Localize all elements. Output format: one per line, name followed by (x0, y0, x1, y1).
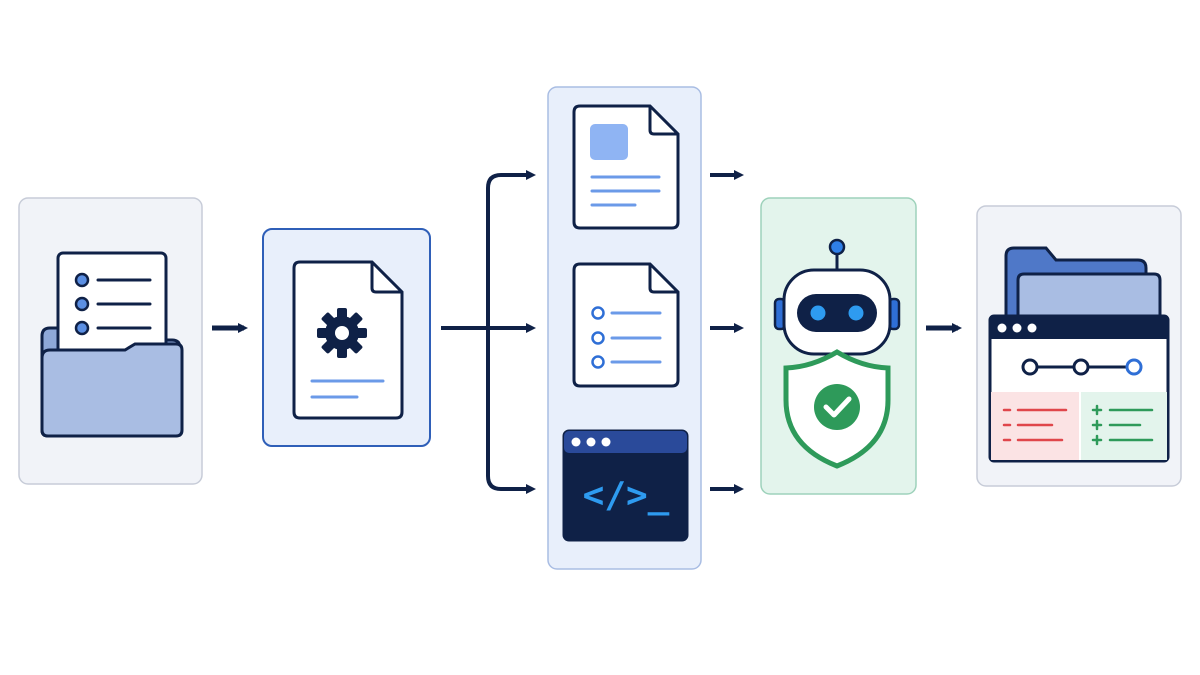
branch-connector (441, 170, 536, 494)
terminal-code-icon: </>_ (562, 429, 689, 542)
stage-source-documents (18, 197, 203, 485)
folder-with-document-icon (40, 251, 184, 438)
image-document-icon (572, 104, 680, 230)
robot-shield-icon (773, 238, 901, 469)
arrow-connectors-to-verification (710, 170, 744, 494)
list-document-icon (572, 262, 680, 388)
stage-merged-result (976, 205, 1182, 487)
stage-ai-verification (760, 197, 917, 495)
stage-document-processing (262, 228, 431, 447)
code-symbol: </>_ (583, 475, 670, 516)
document-gear-icon (292, 260, 404, 420)
stage-split-outputs: </>_ (547, 86, 702, 570)
folder-diff-window-icon (988, 246, 1170, 463)
